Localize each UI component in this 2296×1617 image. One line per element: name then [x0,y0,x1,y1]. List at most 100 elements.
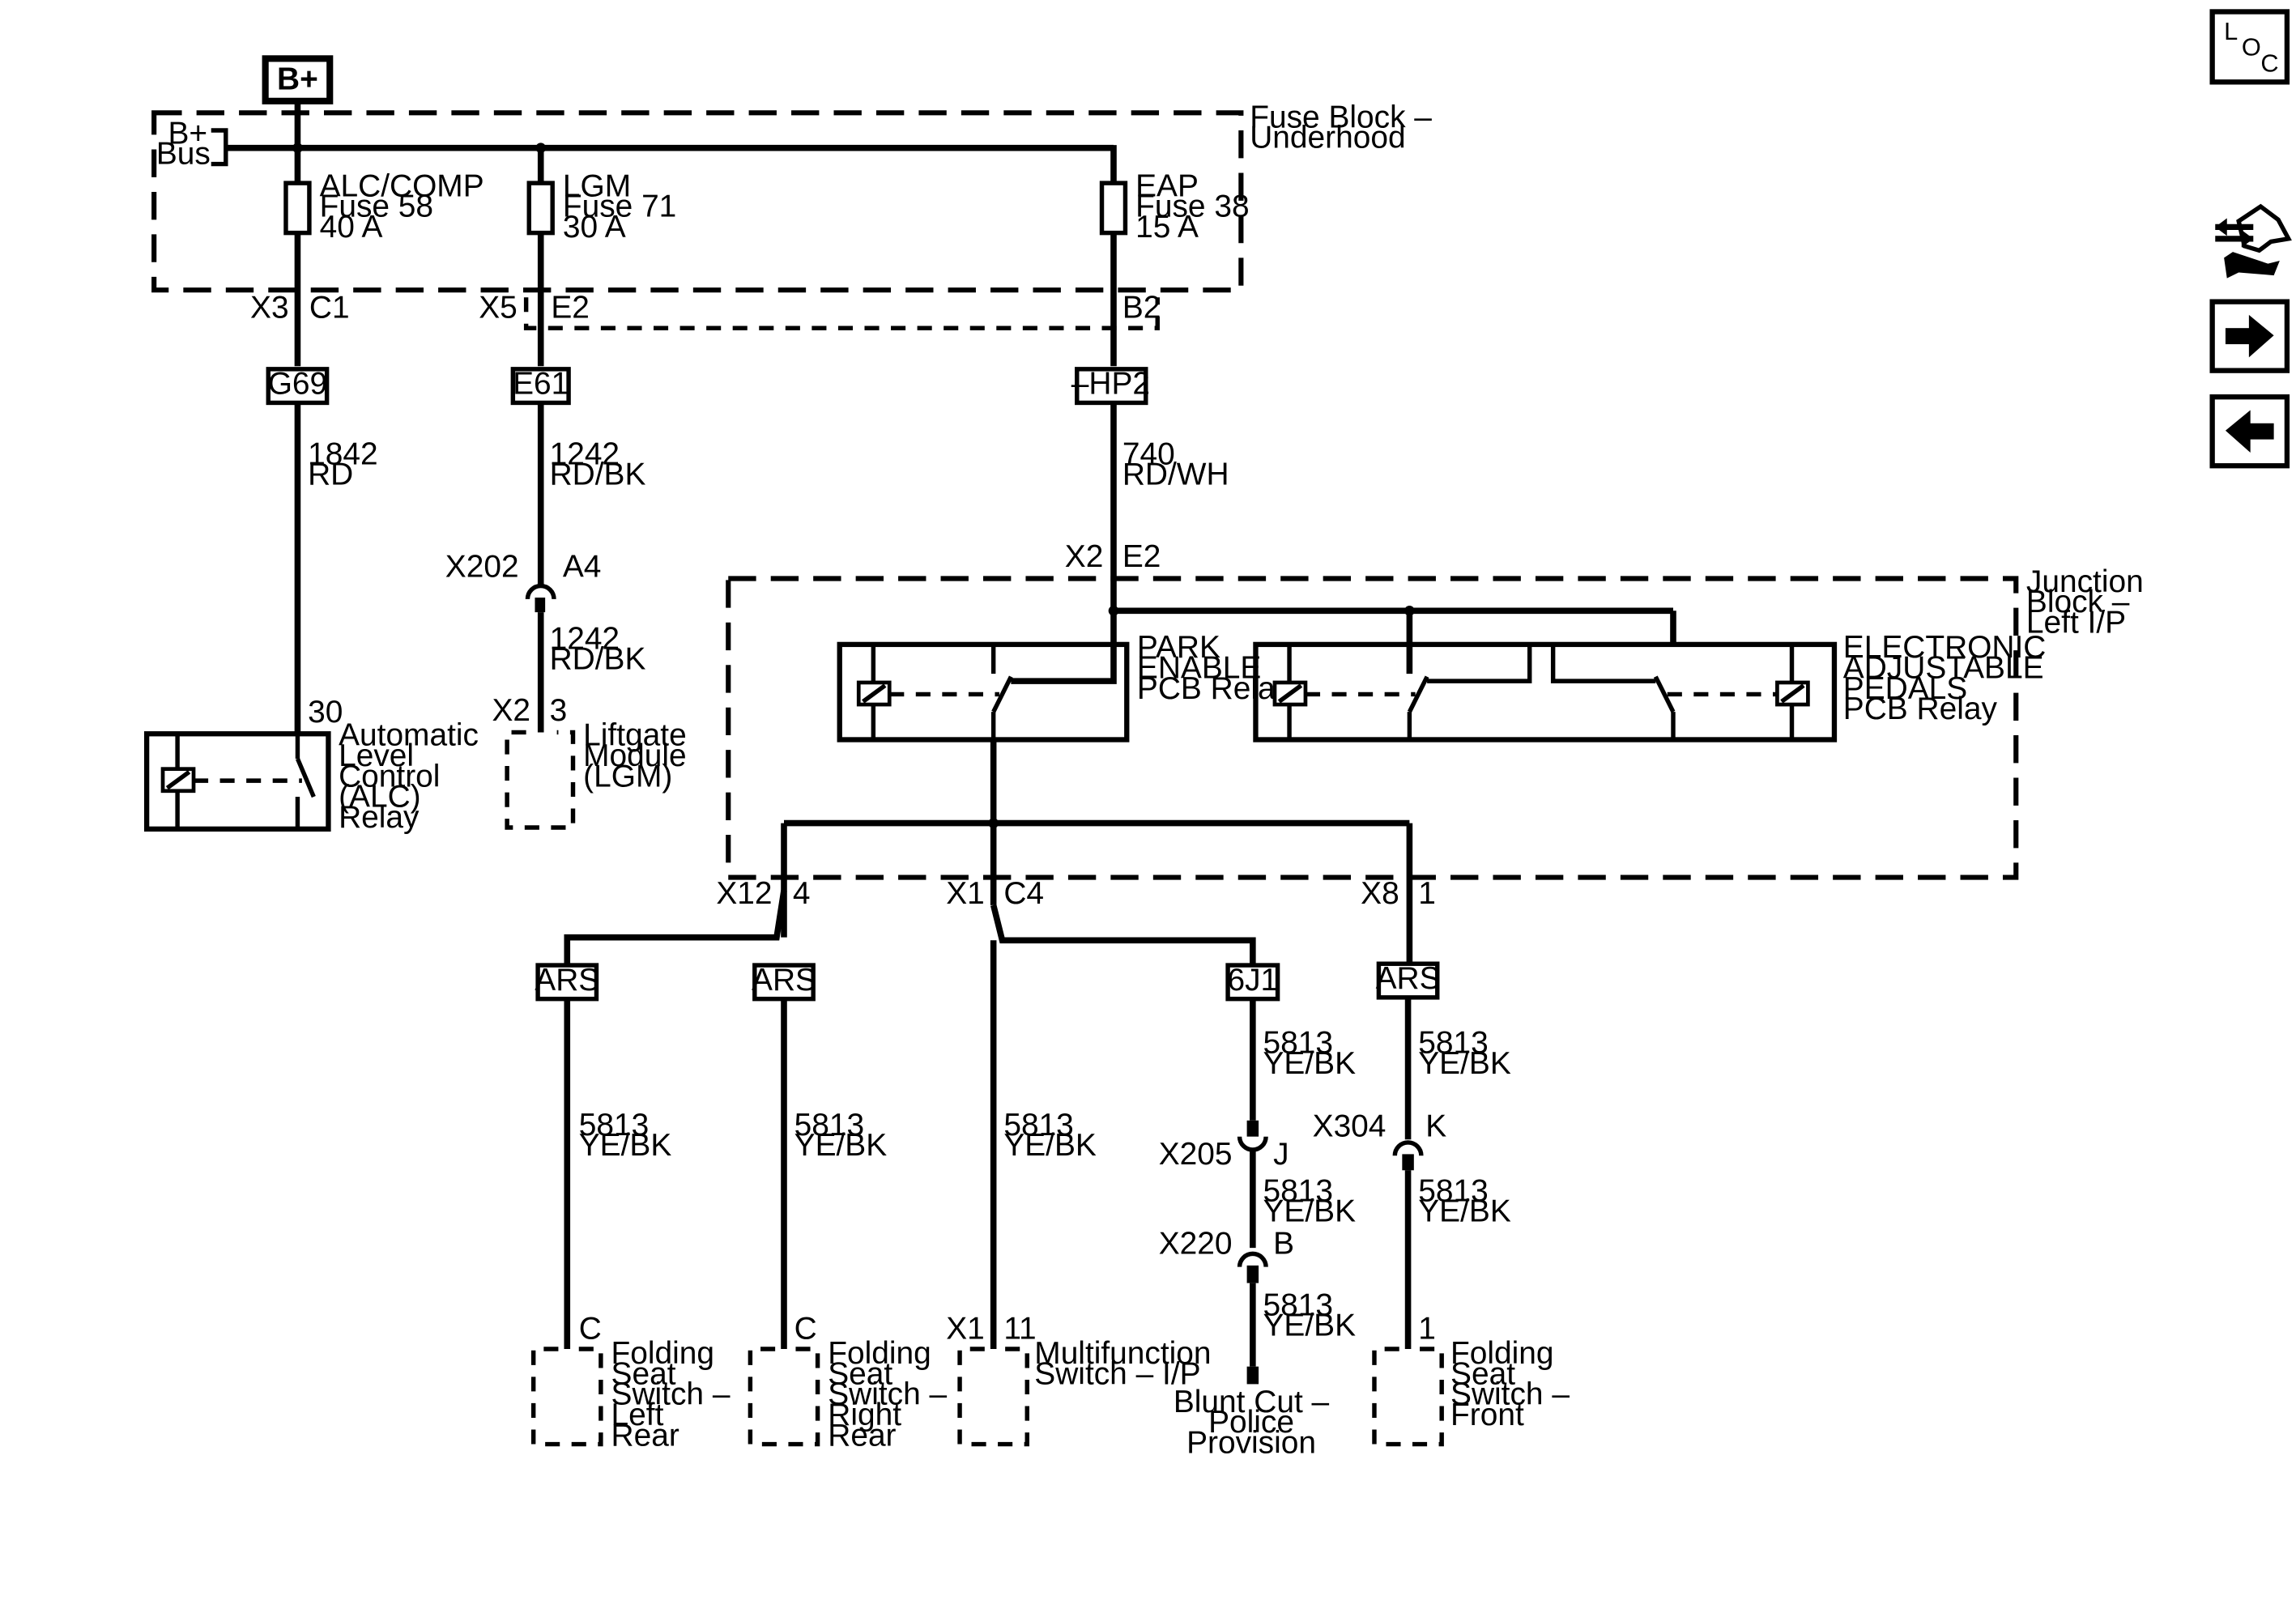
pin-4: 4 [793,876,811,911]
wire-1242-color-a: RD/BK [550,457,646,492]
pin-j: J [1273,1137,1289,1172]
folding-seat-switch-right-rear [748,1347,820,1447]
conn-x1-bottom: X1 [946,1311,985,1346]
fs-front-label-1: Folding [1450,1336,1554,1371]
fs-right-label-5: Rear [828,1418,896,1453]
alc-relay-label-2: Level [339,738,414,773]
alc-relay-label-5: Relay [339,800,420,835]
wire-5813-2-num: 5813 [794,1108,864,1143]
fuse-block-label-line2: Underhood [1250,121,1405,155]
component-view-icon[interactable] [2215,203,2292,279]
fuse-1-line2: Fuse 58 [320,189,433,224]
eap-relay-label-3: PEDALS [1843,671,1967,706]
conn-e2-jb: E2 [1122,539,1161,574]
loc-letter-l: L [2224,17,2238,45]
conn-x220: X220 [1159,1226,1233,1261]
fuse-1-line3: 40 A [320,210,383,245]
conn-c4: C4 [1003,876,1044,911]
next-arrow-icon [2225,314,2274,358]
fs-right-label-3: Switch – [828,1377,947,1412]
fuse-3-line1: EAP [1135,168,1199,203]
multifunction-switch-ip [957,1347,1029,1447]
alc-relay-label-4: (ALC) [339,780,421,815]
blunt-label-3: Provision [1186,1425,1316,1460]
wire-1242-num-a: 1242 [550,436,620,471]
wire-1242-num-b: 1242 [550,621,620,656]
junction-block-left-ip [726,576,2019,880]
folding-seat-switch-front [1372,1347,1444,1447]
wire-5813-6-num: 5813 [1263,1287,1332,1322]
lgm-label-1: Liftgate [583,718,687,753]
wire-5813-3-color: YE/BK [1003,1128,1097,1163]
alc-relay-label-3: Control [339,759,440,794]
previous-arrow-icon [2225,410,2274,453]
junction-label-2: Block – [2026,585,2130,619]
wire-5813-1-num: 5813 [579,1108,649,1143]
wire-1242-color-b: RD/BK [550,642,646,677]
pin-11: 11 [1003,1311,1036,1346]
pin-30: 30 [308,695,343,730]
pin-c-left: C [579,1311,602,1346]
liftgate-module-outline [505,730,576,830]
wire-5813-3-num: 5813 [1003,1108,1073,1143]
conn-x3: X3 [250,291,289,326]
wire-5813-5-num: 5813 [1263,1173,1332,1208]
conn-x2-lgm: X2 [492,693,530,728]
conn-x304: X304 [1313,1109,1387,1144]
fs-left-label-3: Switch – [611,1377,731,1412]
pin-1-bottom: 1 [1418,1311,1436,1346]
fuse-alc-comp [283,181,312,236]
splice-6j1 [1225,963,1280,1002]
wire-5813-2-color: YE/BK [794,1128,888,1163]
pin-k: K [1425,1109,1446,1144]
splice-ars-3-label: ARS [1376,961,1441,996]
loc-letter-o: O [2242,33,2261,62]
fs-right-label-1: Folding [828,1336,931,1371]
fuse-3-line2: Fuse 38 [1135,189,1249,224]
junction-label-1: Junction [2026,564,2144,599]
wire-1842-num: 1842 [308,436,377,471]
fuse-2-line1: LGM [563,168,631,203]
conn-x202: X202 [445,550,519,585]
eap-relay-label-2: ADJUSTABLE [1843,651,2044,686]
mfs-label-2: Switch – I/P [1034,1356,1200,1391]
splice-e61-label: E61 [513,367,569,402]
lgm-label-3: (LGM) [583,759,672,794]
junction-label-3: Left I/P [2026,605,2126,640]
battery-source-label: B+ [277,62,318,96]
fs-left-label-4: Left [611,1398,664,1432]
park-enable-relay [837,641,1130,743]
loc-button[interactable]: L O C [2209,9,2290,85]
park-relay-label-2: ENABLE [1137,651,1261,686]
fs-front-label-4: Front [1450,1398,1524,1432]
mfs-label-1: Multifunction [1034,1336,1211,1371]
connector-x220-female [1237,1251,1268,1267]
splice-ars-1 [535,963,599,1002]
conn-x2-jb: X2 [1065,539,1104,574]
pin-c-right: C [794,1311,817,1346]
lgm-label-2: Module [583,738,687,773]
conn-x5: X5 [479,291,518,326]
wire-5813-7-num: 5813 [1418,1026,1488,1061]
fuse-3-line3: 15 A [1135,210,1199,245]
eap-relay-label-4: PCB Relay [1843,691,1998,726]
loc-letter-c: C [2260,49,2278,78]
wire-5813-5-color: YE/BK [1263,1194,1356,1229]
connector-x202-female [525,583,556,600]
wire-5813-1-color: YE/BK [579,1128,672,1163]
conn-b2: B2 [1122,291,1161,326]
fs-left-label-1: Folding [611,1336,715,1371]
conn-e2-top: E2 [551,291,590,326]
bus-label-line2: Bus [156,137,211,172]
fs-front-label-2: Seat [1450,1356,1515,1391]
eap-pcb-relay [1253,641,1838,743]
connector-x205-male [1237,1136,1268,1152]
blunt-label-1: Blunt Cut – [1174,1385,1330,1419]
wire-5813-4-num: 5813 [1263,1026,1332,1061]
splice-ars-2-label: ARS [752,963,816,998]
previous-arrow-button[interactable] [2209,394,2290,469]
next-arrow-button[interactable] [2209,299,2290,373]
wire-5813-8-num: 5813 [1418,1173,1488,1208]
splice-g69-label: G69 [268,367,327,402]
